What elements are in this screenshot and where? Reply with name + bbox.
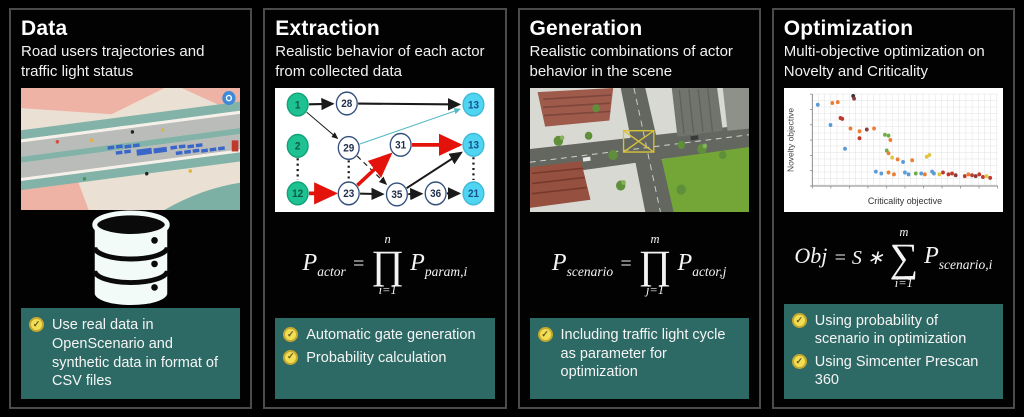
- objective-formula: Obj = S ∗ m ∑ i=1 Pscenario,i: [794, 226, 992, 289]
- panel-subtitle: Realistic combinations of actor behavior…: [529, 43, 733, 80]
- formula-area: Obj = S ∗ m ∑ i=1 Pscenario,i: [784, 212, 1003, 304]
- check-icon: ✓: [29, 317, 44, 333]
- scenario-probability-formula: Pscenario = m ∏ j=1 Pactor,j: [552, 233, 726, 296]
- city-render: [529, 87, 749, 212]
- panel-subtitle: Realistic behavior of each actor from co…: [275, 43, 485, 80]
- svg-text:12: 12: [292, 188, 303, 199]
- panel-data: Data Road users trajectories and traffic…: [9, 8, 253, 409]
- actor-probability-formula: Pactor = n ∏ i=1 Pparam,i: [303, 233, 468, 296]
- svg-text:29: 29: [343, 143, 354, 154]
- city-intersection-image: [529, 87, 749, 212]
- svg-text:36: 36: [430, 188, 441, 199]
- svg-text:2: 2: [295, 141, 301, 152]
- equals-sign: =: [351, 253, 366, 276]
- svg-text:23: 23: [343, 188, 354, 199]
- traffic-map-render: [21, 87, 241, 211]
- svg-text:Novelty objective: Novelty objective: [786, 107, 795, 172]
- check-icon: ✓: [791, 353, 807, 369]
- formula-rhs: Pactor,j: [677, 249, 727, 279]
- product-operator: m ∏ j=1: [638, 232, 672, 297]
- footer-item: ✓ Using probability of scenario in optim…: [791, 312, 995, 349]
- footer-item: ✓ Probability calculation: [283, 349, 486, 368]
- product-operator: n ∏ i=1: [371, 232, 405, 297]
- panel-title: Generation: [529, 17, 643, 40]
- svg-text:Criticality objective: Criticality objective: [868, 195, 942, 205]
- svg-text:13: 13: [468, 140, 479, 151]
- check-icon: ✓: [283, 327, 299, 342]
- footer-item-text: Probability calculation: [306, 349, 447, 366]
- footer-item-text: Using probability of scenario in optimiz…: [814, 312, 967, 348]
- svg-text:35: 35: [392, 189, 403, 200]
- footer-item-text: Automatic gate generation: [306, 327, 476, 343]
- formula-lhs: Pscenario: [551, 249, 614, 279]
- footer-item-text: Including traffic light cycle as paramet…: [560, 327, 726, 381]
- footer-item: ✓ Use real data in OpenScenario and synt…: [29, 316, 232, 390]
- footer-item: ✓ Automatic gate generation: [283, 326, 486, 345]
- formula-area: Pactor = n ∏ i=1 Pparam,i: [275, 212, 494, 318]
- panel-title: Extraction: [275, 17, 380, 40]
- panel-generation: Generation Realistic combinations of act…: [517, 8, 761, 409]
- footer-item-text: Use real data in OpenScenario and synthe…: [52, 317, 219, 390]
- panel-subtitle: Multi-objective optimization on Novelty …: [783, 43, 985, 80]
- panel-title: Data: [21, 17, 68, 40]
- panel-title: Optimization: [783, 17, 914, 40]
- footer-generation: ✓ Including traffic light cycle as param…: [529, 318, 749, 399]
- map-control-icon: [222, 90, 236, 105]
- check-icon: ✓: [537, 327, 553, 342]
- database-icon: [91, 210, 170, 306]
- panel-subtitle: Road users trajectories and traffic ligh…: [21, 43, 205, 80]
- formula-area: Pscenario = m ∏ j=1 Pactor,j: [530, 212, 749, 318]
- footer-item-text: Using Simcenter Prescan 360: [814, 353, 979, 389]
- svg-text:1: 1: [295, 99, 301, 110]
- gate-graph-image: 1 28 13 2 29 31 13 12 23 35 36 21: [275, 87, 495, 212]
- formula-rhs: Pscenario,i: [924, 242, 993, 272]
- formula-lhs: Pactor: [302, 249, 346, 279]
- footer-item: ✓ Including traffic light cycle as param…: [537, 326, 741, 382]
- panel-optimization: Optimization Multi-objective optimizatio…: [771, 8, 1015, 409]
- svg-text:28: 28: [342, 98, 353, 109]
- footer-item: ✓ Using Simcenter Prescan 360: [791, 353, 995, 390]
- check-icon: ✓: [791, 312, 807, 328]
- database-area: [21, 210, 240, 308]
- svg-text:13: 13: [468, 99, 479, 110]
- equals-sign: =: [619, 253, 633, 276]
- footer-optimization: ✓ Using probability of scenario in optim…: [783, 303, 1003, 399]
- formula-lhs: Obj: [794, 243, 828, 268]
- check-icon: ✓: [283, 349, 299, 365]
- svg-text:31: 31: [395, 140, 406, 151]
- equals-sign: = S ∗: [833, 247, 884, 270]
- sum-operator: m ∑ i=1: [889, 225, 919, 290]
- map-image: [21, 87, 241, 211]
- footer-data: ✓ Use real data in OpenScenario and synt…: [21, 308, 241, 399]
- footer-extraction: ✓ Automatic gate generation ✓ Probabilit…: [275, 318, 495, 399]
- formula-rhs: Pparam,i: [410, 249, 468, 279]
- panel-extraction: Extraction Realistic behavior of each ac…: [263, 8, 507, 409]
- svg-text:21: 21: [468, 188, 479, 199]
